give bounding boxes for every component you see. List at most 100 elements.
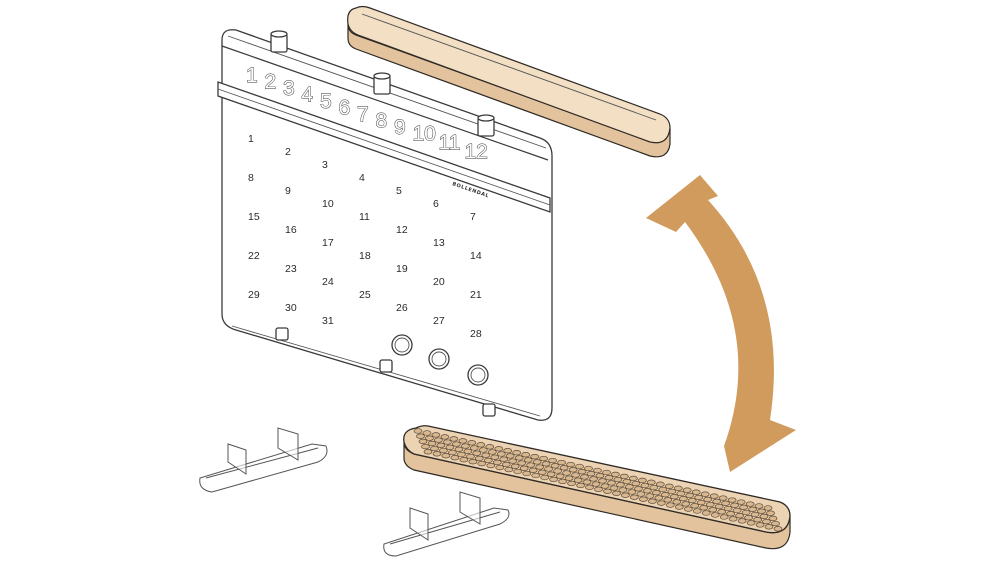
day-number: 8 — [248, 172, 254, 184]
peg-stud — [714, 503, 724, 510]
peg-stud — [487, 449, 497, 455]
peg-stud — [638, 477, 647, 484]
foot — [275, 327, 289, 341]
day-number: 7 — [470, 211, 476, 223]
day-numbers: 1234567891011121314151617181920212223242… — [248, 133, 482, 340]
month-number: 10 — [413, 122, 436, 145]
round-button-inner — [394, 337, 410, 353]
peg-stud — [431, 432, 441, 438]
peg-stud — [585, 484, 594, 490]
peg-stud — [759, 513, 769, 520]
day-number: 19 — [396, 263, 408, 275]
peg-stud — [762, 518, 771, 525]
day-number: 14 — [470, 250, 482, 262]
peg-stud — [571, 472, 580, 478]
month-number: 12 — [465, 140, 488, 163]
peg-stud — [512, 450, 522, 456]
peg-stud — [508, 458, 518, 464]
peg-stud — [676, 490, 686, 497]
peg-stud — [739, 504, 748, 510]
peg-stud — [481, 452, 491, 458]
stand-fin — [227, 443, 247, 475]
peg-stud — [694, 494, 704, 501]
peg-stud — [603, 488, 612, 494]
peg-stud — [625, 484, 634, 490]
foot — [482, 403, 496, 417]
peg-stud — [669, 494, 679, 500]
peg-stud — [505, 453, 515, 459]
day-number: 3 — [322, 159, 328, 171]
day-number: 31 — [322, 315, 334, 327]
peg-stud — [421, 443, 430, 450]
peg-stud — [612, 490, 621, 496]
peg-stud — [514, 455, 524, 461]
peg-stud — [582, 479, 592, 485]
day-number: 5 — [396, 185, 402, 197]
peg-stud — [575, 463, 584, 470]
day-number: 23 — [285, 263, 297, 275]
peg-stud — [630, 494, 639, 500]
month-number: 1 — [246, 64, 258, 87]
peg-stud — [523, 457, 533, 463]
peg-stud — [443, 439, 452, 445]
rotate-arrow-icon — [646, 175, 796, 472]
month-number: 4 — [302, 83, 314, 106]
peg-stud — [499, 456, 509, 462]
peg-stud — [598, 478, 607, 484]
peg-stud — [434, 437, 443, 443]
peg-stud — [718, 495, 728, 501]
day-number: 22 — [248, 250, 260, 262]
peg-stud — [726, 511, 735, 517]
day-number: 21 — [470, 289, 482, 301]
peg-stud — [672, 499, 682, 505]
wooden-lid-top — [347, 5, 671, 144]
peg-stud — [568, 467, 578, 473]
peg-stud — [445, 444, 455, 450]
peg-stud — [576, 482, 585, 489]
peg-stud — [586, 471, 596, 477]
peg-stud — [754, 503, 764, 509]
peg-stud — [449, 436, 459, 442]
peg-stud — [559, 465, 569, 471]
peg-stud — [593, 467, 602, 474]
peg-stud — [466, 453, 475, 460]
peg-stud — [513, 468, 523, 475]
peg-stud — [494, 446, 504, 452]
day-number: 2 — [285, 146, 291, 158]
peg-stud — [616, 482, 625, 488]
peg-stud — [755, 522, 765, 528]
peg-stud — [562, 470, 571, 476]
calendar-band-line — [217, 88, 551, 206]
peg-stud — [474, 455, 484, 462]
day-number: 1 — [248, 133, 254, 145]
peg-stud — [478, 447, 488, 453]
peg-stud — [467, 440, 477, 446]
peg-stud — [690, 503, 700, 509]
peg-stud — [665, 502, 675, 508]
peg-stud — [540, 474, 550, 481]
day-number: 15 — [248, 211, 260, 223]
peg-stud — [450, 455, 460, 461]
month-number: 2 — [265, 70, 277, 93]
month-number: 5 — [320, 90, 332, 113]
day-number: 11 — [359, 211, 370, 223]
stand-rail — [205, 447, 319, 479]
peg-stud — [567, 480, 576, 487]
wooden-peg-base — [403, 425, 791, 550]
peg-stud — [622, 478, 632, 485]
peg-stud — [709, 493, 719, 499]
peg-stud — [721, 500, 730, 506]
peg-stud — [469, 445, 479, 451]
peg-stud — [607, 480, 616, 486]
peg-stud — [757, 508, 766, 514]
day-number: 9 — [285, 185, 291, 197]
peg-stud — [522, 470, 532, 477]
peg-stud — [621, 492, 630, 498]
peg-stud — [591, 481, 601, 487]
peg-stud — [705, 501, 715, 508]
peg-stud — [727, 497, 737, 503]
peg-stud — [577, 469, 587, 475]
peg-stud — [717, 509, 727, 515]
peg-stud — [528, 467, 538, 473]
